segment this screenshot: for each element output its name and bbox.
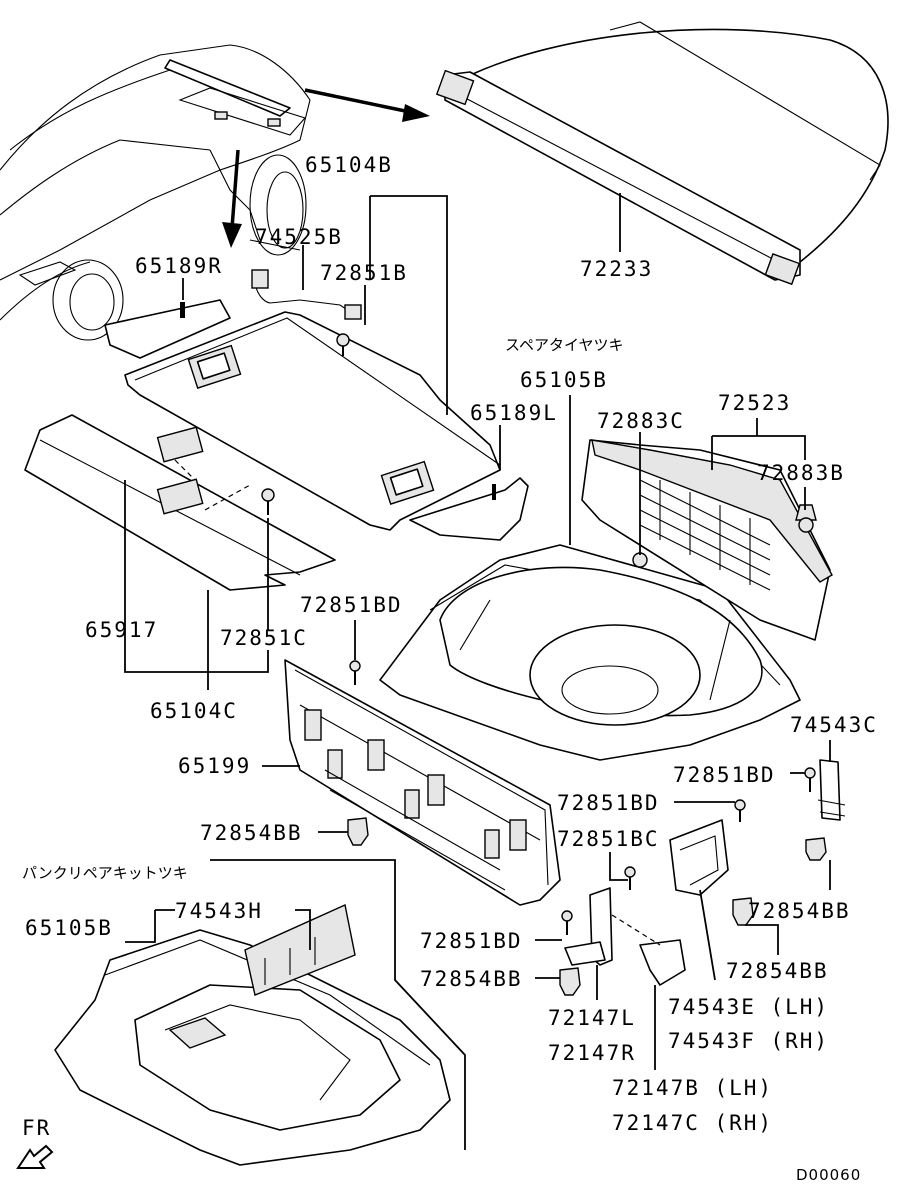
luggage-floor-65105B-bottom <box>54 904 451 1166</box>
label-72883C: 72883C <box>597 409 685 433</box>
direction-arrows <box>222 88 430 248</box>
label-72854BB-b: 72854BB <box>748 899 851 923</box>
label-72851BD-d: 72851BD <box>420 929 523 953</box>
front-direction-icon <box>16 1144 54 1169</box>
label-72854BB-c: 72854BB <box>726 959 829 983</box>
label-74543C: 74543C <box>790 713 878 737</box>
puncture-kit-note: パンクリペアキットツキ <box>22 864 188 882</box>
bracket-74543E-F <box>669 799 754 926</box>
luggage-floor-65105B-top <box>379 544 801 761</box>
spare-tire-note: スペアタイヤツキ <box>505 336 624 354</box>
label-72883B: 72883B <box>757 461 845 485</box>
part-labels: 65104B 74525B 72851B 65189R 72233 スペアタイヤ… <box>22 153 878 1184</box>
label-74543H: 74543H <box>175 899 263 923</box>
front-marker-label: FR <box>22 1116 51 1140</box>
label-65104B: 65104B <box>305 153 393 177</box>
label-65189R: 65189R <box>135 254 223 278</box>
diagram-code: D00060 <box>796 1166 861 1184</box>
bracket-72147 <box>559 866 686 996</box>
bracket-74543C <box>804 759 846 861</box>
leader-lines <box>124 193 831 1150</box>
label-72851BD-a: 72851BD <box>300 593 403 617</box>
label-72851BD-c: 72851BD <box>557 791 660 815</box>
tonneau-cover-72233 <box>435 21 889 286</box>
label-65105B-top: 65105B <box>520 368 608 392</box>
label-72851BC: 72851BC <box>557 827 660 851</box>
rear-panel-65199 <box>284 659 561 906</box>
parcel-shelf-65104B <box>104 269 529 541</box>
label-72854BB-d: 72854BB <box>420 967 523 991</box>
label-72147L: 72147L <box>548 1006 636 1030</box>
label-65104C: 65104C <box>150 699 238 723</box>
label-65189L: 65189L <box>470 401 558 425</box>
label-72147C: 72147C (RH) <box>612 1111 773 1135</box>
label-74543E: 74543E (LH) <box>668 995 829 1019</box>
vehicle-outline <box>0 44 311 341</box>
label-65105B-bottom: 65105B <box>25 916 113 940</box>
floor-board-65917 <box>24 414 336 591</box>
label-74525B: 74525B <box>255 225 343 249</box>
label-72851C: 72851C <box>220 626 308 650</box>
label-72523: 72523 <box>718 391 791 415</box>
label-65199: 65199 <box>178 754 251 778</box>
label-65917: 65917 <box>85 618 158 642</box>
label-72147R: 72147R <box>548 1041 636 1065</box>
label-72854BB-a: 72854BB <box>200 821 303 845</box>
label-72147B: 72147B (LH) <box>612 1076 773 1100</box>
label-72233: 72233 <box>580 257 653 281</box>
label-74543F: 74543F (RH) <box>668 1029 829 1053</box>
clip-72854BB-left <box>347 817 369 846</box>
label-72851B: 72851B <box>320 261 408 285</box>
label-72851BD-b: 72851BD <box>673 763 776 787</box>
